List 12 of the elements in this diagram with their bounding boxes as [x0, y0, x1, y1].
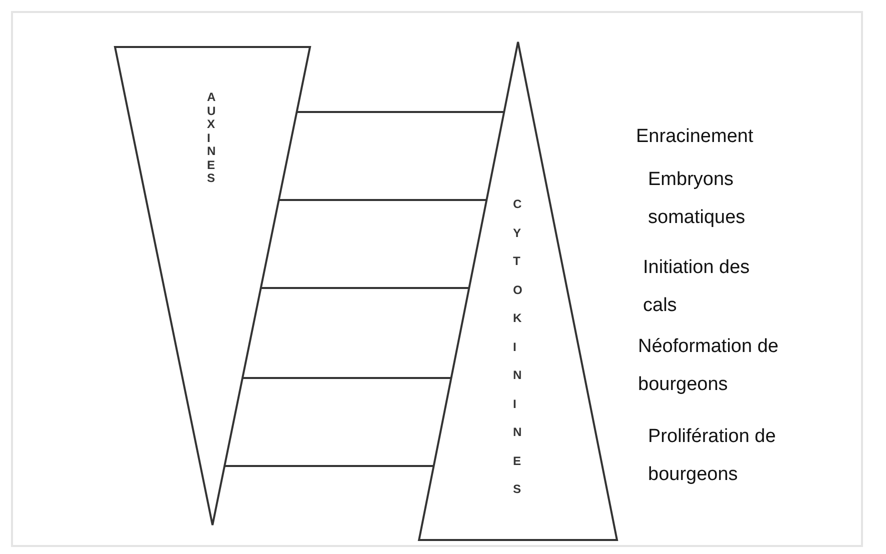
connector-line	[296, 111, 504, 113]
outcome-label: Initiation des cals	[643, 256, 751, 318]
outcome-label: Prolifération de bourgeons	[648, 425, 777, 487]
connector-line	[278, 199, 487, 201]
outcome-label: Néoformation de bourgeons	[638, 335, 780, 397]
connector-line	[242, 377, 452, 379]
outcome-label: Embryons somatiques	[648, 168, 746, 230]
outcome-label: Enracinement	[636, 125, 754, 149]
connector-line	[224, 465, 434, 467]
vertical-label: CYTOKININES	[513, 196, 525, 498]
vertical-label: AUXINES	[207, 91, 219, 186]
connector-line	[260, 287, 470, 289]
